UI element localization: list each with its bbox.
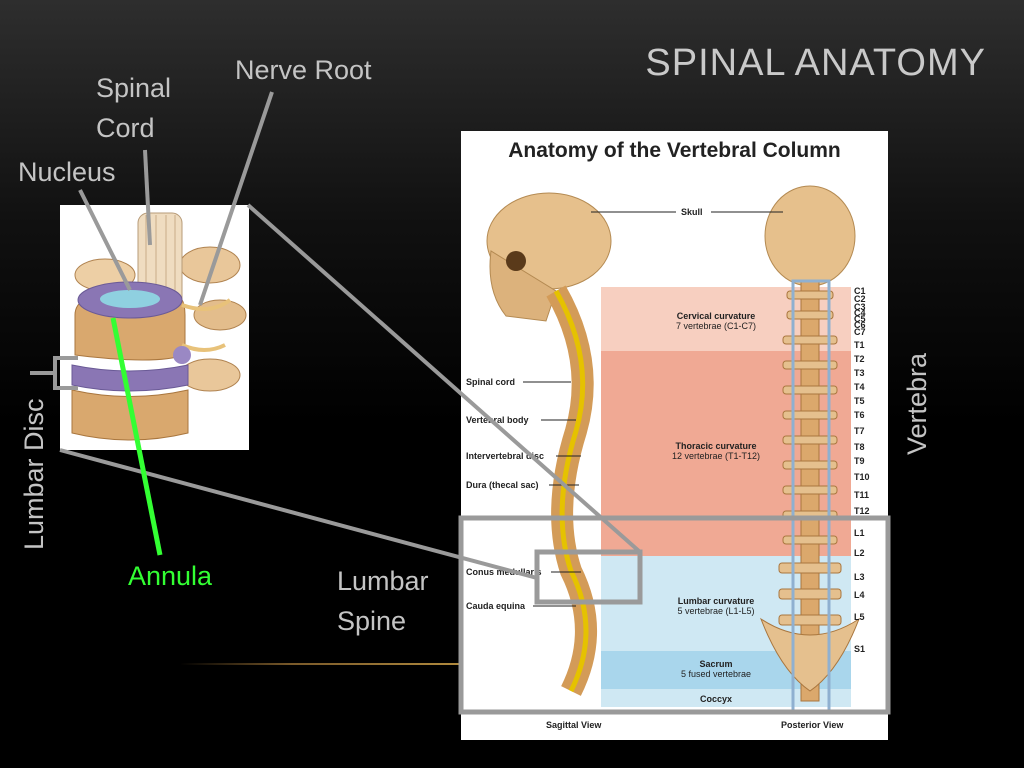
lumbar-title: Lumbar curvature [677,596,755,606]
label-spinal-cord-line2: Cord [96,113,155,143]
vertebra-level-label: C4 [854,308,866,318]
vertebra-level-label: S1 [854,644,866,654]
poster-label-dura: Dura (thecal sac) [466,480,539,490]
cervical-caption: Cervical curvature 7 vertebrae (C1-C7) [651,311,781,331]
cervical-title: Cervical curvature [676,311,756,321]
label-nerve-root: Nerve Root [235,55,372,85]
label-lumbar-disc: Lumbar Disc [19,398,49,550]
vertebra-level-label: C2 [854,294,866,304]
label-spinal-cord: Spinal Cord [96,68,171,148]
vertebra-level-label: C1 [854,286,866,296]
vertebra-level-label: L2 [854,548,865,558]
vertebra-level-label: C3 [854,302,866,312]
poster-label-spinal-cord: Spinal cord [466,377,516,387]
vertebra-level-label: L1 [854,528,865,538]
poster-label-vertebral-body: Vertebral body [466,415,529,425]
vertebra-level-label: T5 [854,396,865,406]
label-vertebra: Vertebra [902,352,932,455]
sacrum-caption: Sacrum 5 fused vertebrae [651,659,781,679]
vertebra-level-label: T8 [854,442,865,452]
vertebra-level-label: T2 [854,354,865,364]
lumbar-caption: Lumbar curvature 5 vertebrae (L1-L5) [651,596,781,616]
thoracic-sub: 12 vertebrae (T1-T12) [671,451,761,461]
sagittal-view-caption: Sagittal View [546,720,602,730]
label-lumbar-spine-line1: Lumbar [337,566,429,596]
poster-drawing [486,185,861,713]
vertebra-level-label: T7 [854,426,865,436]
label-nucleus: Nucleus [18,157,116,187]
decorative-divider [180,663,460,665]
vertebra-level-label: T9 [854,456,865,466]
vertebral-column-poster: Anatomy of the Vertebral Column [461,131,888,740]
poster-label-conus-medullaris: Conus medullaris [466,567,542,577]
vertebra-level-label: C7 [854,327,866,337]
thoracic-title: Thoracic curvature [675,441,757,451]
vertebra-level-label: T4 [854,382,865,392]
label-annula: Annula [128,561,213,591]
vertebra-closeup-drawing [60,205,249,450]
vertebra-level-label: T10 [854,472,870,482]
vertebra-level-label: T3 [854,368,865,378]
coccyx-title: Coccyx [699,694,733,704]
poster-label-intervertebral-disc: Intervertebral disc [466,451,545,461]
label-lumbar-spine-line2: Spine [337,606,407,636]
vertebra-level-label: L5 [854,612,865,622]
vertebra-level-label: T12 [854,506,870,516]
vertebra-level-label: T1 [854,340,865,350]
vertebra-level-label: C6 [854,320,866,330]
poster-title: Anatomy of the Vertebral Column [508,139,841,162]
poster-label-skull: Skull [681,207,703,217]
vertebra-level-label: T6 [854,410,865,420]
vertebra-level-label: T11 [854,490,870,500]
vertebra-level-label: C5 [854,314,866,324]
label-lumbar-spine: Lumbar Spine [337,561,429,641]
slide-title: SPINAL ANATOMY [645,42,986,84]
label-spinal-cord-line1: Spinal [96,73,172,103]
lumbar-sub: 5 vertebrae (L1-L5) [677,606,755,616]
vertebra-closeup-image [60,205,249,450]
cervical-sub: 7 vertebrae (C1-C7) [675,321,757,331]
sacrum-title: Sacrum [699,659,733,669]
vertebra-level-label: L3 [854,572,865,582]
poster-label-cauda-equina: Cauda equina [466,601,526,611]
sacrum-sub: 5 fused vertebrae [680,669,752,679]
thoracic-caption: Thoracic curvature 12 vertebrae (T1-T12) [651,441,781,461]
vertebra-level-label: L4 [854,590,865,600]
posterior-view-caption: Posterior View [781,720,844,730]
